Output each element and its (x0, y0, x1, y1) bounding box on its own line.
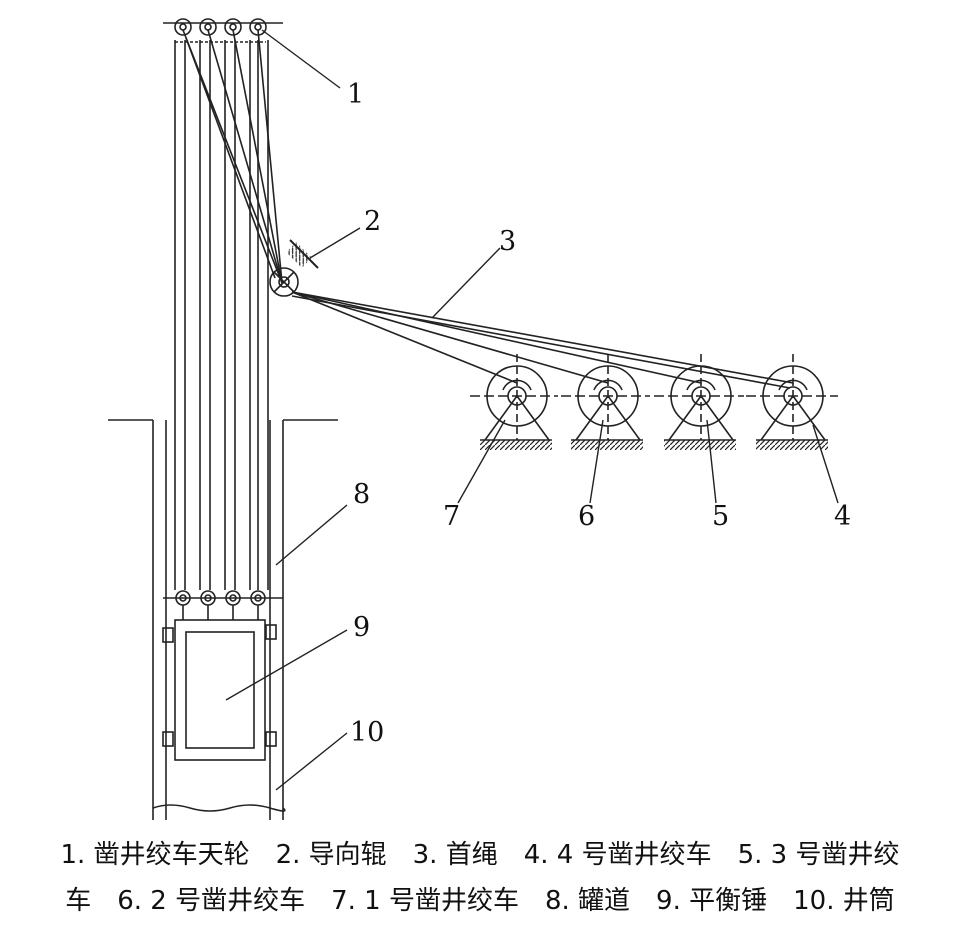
callout-1: 1 (347, 79, 364, 110)
guide-roller (269, 239, 319, 297)
shaft-wall (108, 419, 338, 820)
callout-2: 2 (364, 206, 381, 237)
shaft-columns (174, 40, 269, 590)
callout-5: 5 (712, 501, 729, 532)
counterweight (162, 619, 277, 761)
counterweight-sheaves (163, 590, 283, 620)
caption-line-1: 1. 凿井绞车天轮 2. 导向辊 3. 首绳 4. 4 号凿井绞车 5. 3 号… (60, 840, 900, 870)
leader-lines (225, 29, 839, 791)
ropes-to-guide-roller (182, 29, 283, 284)
winch-6 (561, 354, 650, 450)
callout-10: 10 (350, 717, 384, 748)
callout-4: 4 (834, 501, 851, 532)
callout-7: 7 (443, 501, 460, 532)
callout-3: 3 (499, 226, 516, 257)
winch-7 (470, 354, 558, 450)
caption-line-2: 车 6. 2 号凿井绞车 7. 1 号凿井绞车 8. 罐道 9. 平衡锤 10.… (65, 886, 895, 916)
head-ropes (291, 291, 794, 389)
shaft-winch-diagram: 1 2 3 4 5 6 7 8 9 10 (108, 18, 851, 820)
winch-4 (746, 354, 838, 450)
callout-9: 9 (353, 612, 370, 643)
head-sheave-group (163, 18, 283, 43)
callout-6: 6 (578, 501, 595, 532)
callout-8: 8 (353, 479, 370, 510)
winch-5 (654, 354, 744, 450)
